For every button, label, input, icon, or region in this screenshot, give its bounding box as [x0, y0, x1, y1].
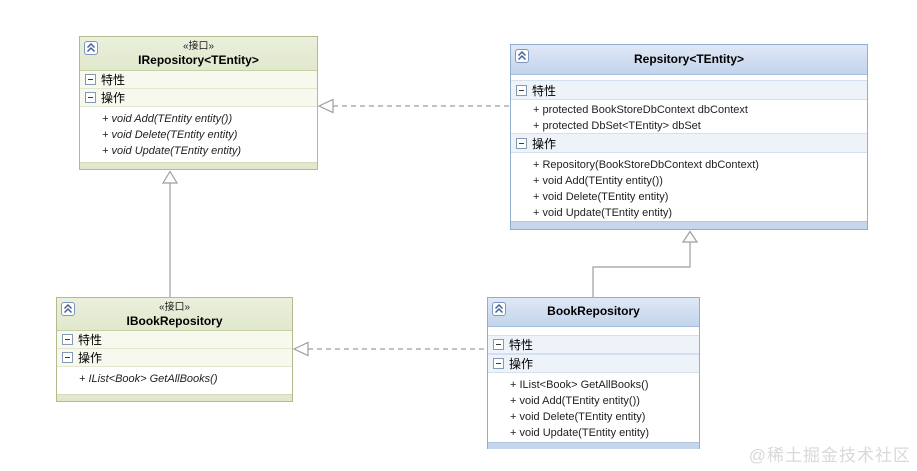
class-header[interactable]: «接口» IRepository<TEntity>: [80, 37, 317, 71]
realization-arrow-bookrepository-to-ibookrepository[interactable]: [292, 341, 487, 357]
operations-section-label: 操作: [101, 91, 126, 105]
class-title: Repsitory<TEntity>: [633, 52, 745, 66]
arrow-line: [592, 242, 691, 297]
operation-item[interactable]: + void Add(TEntity entity()): [102, 113, 233, 125]
operation-item[interactable]: + IList<Book> GetAllBooks(): [510, 379, 649, 391]
hollow-triangle-arrowhead: [681, 230, 699, 243]
collapse-section-icon[interactable]: [493, 339, 504, 350]
box-footer-band: [57, 394, 292, 401]
class-box-repsitory[interactable]: Repsitory<TEntity> 特性 + protected BookSt…: [510, 44, 868, 230]
operations-section-header[interactable]: 操作: [57, 349, 292, 367]
operation-item[interactable]: + Repository(BookStoreDbContext dbContex…: [533, 159, 759, 171]
attributes-section-header[interactable]: 特性: [80, 71, 317, 89]
collapse-chevron-icon[interactable]: [492, 302, 506, 316]
collapse-section-icon[interactable]: [516, 84, 527, 96]
class-title: BookRepository: [547, 304, 640, 318]
operations-section-header[interactable]: 操作: [511, 133, 867, 153]
operation-item[interactable]: + void Update(TEntity entity): [102, 145, 242, 157]
attributes-section-label: 特性: [509, 338, 534, 352]
header-gap: [488, 327, 699, 335]
watermark: @稀土掘金技术社区: [748, 446, 911, 465]
operations-list: + void Add(TEntity entity()) + void Dele…: [80, 107, 317, 162]
class-header[interactable]: BookRepository: [488, 298, 699, 327]
operations-list: + IList<Book> GetAllBooks() + void Add(T…: [488, 373, 699, 442]
collapse-chevron-icon[interactable]: [84, 41, 98, 55]
operation-item[interactable]: + void Delete(TEntity entity): [102, 129, 238, 141]
realization-arrow-repsitory-to-irepository[interactable]: [317, 98, 510, 114]
box-footer-band: [511, 221, 867, 229]
operations-list: + Repository(BookStoreDbContext dbContex…: [511, 153, 867, 221]
collapse-chevron-icon[interactable]: [61, 302, 75, 316]
collapse-section-icon[interactable]: [85, 74, 96, 85]
collapse-section-icon[interactable]: [493, 358, 504, 369]
attribute-item[interactable]: + protected DbSet<TEntity> dbSet: [533, 120, 701, 132]
attributes-section-label: 特性: [78, 333, 103, 347]
operation-item[interactable]: + void Delete(TEntity entity): [533, 191, 669, 203]
operations-section-header[interactable]: 操作: [80, 89, 317, 107]
attributes-section-header[interactable]: 特性: [57, 331, 292, 349]
attributes-list: + protected BookStoreDbContext dbContext…: [511, 100, 867, 133]
hollow-triangle-arrowhead: [317, 98, 334, 114]
attribute-item[interactable]: + protected BookStoreDbContext dbContext: [533, 104, 748, 116]
operations-section-header[interactable]: 操作: [488, 354, 699, 373]
inheritance-arrow-bookrepository-to-repsitory[interactable]: [592, 230, 699, 298]
collapse-section-icon[interactable]: [62, 352, 73, 363]
collapse-section-icon[interactable]: [62, 334, 73, 345]
operation-item[interactable]: + void Delete(TEntity entity): [510, 411, 646, 423]
collapse-chevron-icon[interactable]: [515, 49, 529, 63]
class-box-bookrepository[interactable]: BookRepository 特性 操作 + IList<Book> GetAl…: [487, 297, 700, 449]
header-gap: [511, 75, 867, 80]
operations-section-label: 操作: [532, 136, 557, 151]
inheritance-arrow-ibookrepository-to-irepository[interactable]: [161, 170, 179, 298]
collapse-section-icon[interactable]: [85, 92, 96, 103]
operation-item[interactable]: + void Add(TEntity entity()): [510, 395, 640, 407]
box-footer-band: [80, 162, 317, 169]
operations-section-label: 操作: [509, 357, 534, 371]
class-box-ibookrepository[interactable]: «接口» IBookRepository 特性 操作 + IList<Book>…: [56, 297, 293, 402]
class-title: IBookRepository: [126, 314, 223, 328]
stereotype-label: «接口»: [158, 302, 191, 313]
class-header[interactable]: Repsitory<TEntity>: [511, 45, 867, 75]
operation-item[interactable]: + IList<Book> GetAllBooks(): [79, 373, 218, 385]
attributes-section-label: 特性: [532, 83, 557, 98]
operation-item[interactable]: + void Add(TEntity entity()): [533, 175, 663, 187]
attributes-section-header[interactable]: 特性: [511, 80, 867, 100]
class-box-irepository[interactable]: «接口» IRepository<TEntity> 特性 操作 + void A…: [79, 36, 318, 170]
attributes-section-label: 特性: [101, 73, 126, 87]
collapse-section-icon[interactable]: [516, 137, 527, 149]
attributes-section-header[interactable]: 特性: [488, 335, 699, 354]
operation-item[interactable]: + void Update(TEntity entity): [533, 207, 673, 219]
hollow-triangle-arrowhead: [292, 341, 309, 357]
class-title: IRepository<TEntity>: [138, 53, 259, 67]
operation-item[interactable]: + void Update(TEntity entity): [510, 427, 650, 439]
operations-section-label: 操作: [78, 351, 103, 365]
stereotype-label: «接口»: [182, 41, 215, 52]
hollow-triangle-arrowhead: [161, 170, 179, 184]
operations-list: + IList<Book> GetAllBooks(): [57, 367, 292, 394]
box-footer-band: [488, 442, 699, 449]
class-header[interactable]: «接口» IBookRepository: [57, 298, 292, 331]
